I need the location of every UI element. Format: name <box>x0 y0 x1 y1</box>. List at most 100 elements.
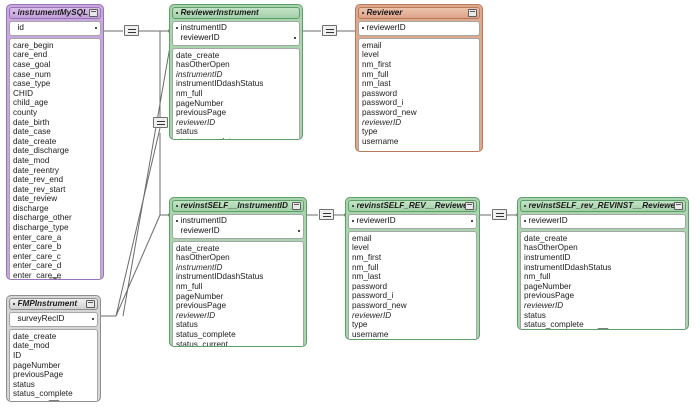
relationship-operator-5[interactable] <box>492 209 507 220</box>
field-row: username <box>352 329 389 339</box>
table-titlebar[interactable]: ReviewerInstrument <box>172 7 300 19</box>
field-row: status <box>176 127 198 137</box>
field-row: enter_care_b <box>13 242 62 252</box>
field-row: instrumentIDdashStatus <box>524 262 612 272</box>
table-key-list[interactable]: surveyRecID <box>9 312 98 327</box>
field-row: reviewerID <box>524 300 564 310</box>
table-key-list[interactable]: reviewerID <box>348 214 477 229</box>
table-field-list[interactable]: care_begin care_end case_goal case_num c… <box>9 37 101 279</box>
table-revinstSELF__InstrumentID[interactable]: revinstSELF__InstrumentID instrumentID r… <box>169 197 307 347</box>
table-title: revinstSELF__InstrumentID <box>180 201 288 211</box>
window-minimize-icon[interactable] <box>86 300 95 308</box>
bullet-icon <box>352 219 354 222</box>
table-titlebar[interactable]: revinstSELF_rev_REVINST__ReviewerID <box>520 200 686 212</box>
table-key-list[interactable]: instrumentID reviewerID <box>172 214 304 239</box>
key-field: id <box>13 23 97 33</box>
key-field: reviewerID <box>176 226 300 236</box>
table-instrumentMySQL[interactable]: instrumentMySQL id care_begin care_end c… <box>6 4 104 280</box>
key-anchor-dot <box>294 36 296 39</box>
table-key-list[interactable]: instrumentID reviewerID <box>172 21 300 46</box>
bullet-icon <box>524 219 526 222</box>
field-row: date_create <box>13 136 57 146</box>
bullet-icon <box>176 205 178 207</box>
field-row: child_age <box>13 98 49 108</box>
window-minimize-icon[interactable] <box>674 202 683 210</box>
key-field-label: surveyRecID <box>17 314 65 324</box>
field-row: case_type <box>13 79 51 89</box>
field-row: hasOtherOpen <box>524 243 578 253</box>
scroll-nub[interactable] <box>597 327 609 329</box>
table-field-list[interactable]: date_create hasOtherOpen instrumentID in… <box>520 230 686 330</box>
window-minimize-icon[interactable] <box>468 9 477 17</box>
field-row: instrumentID <box>176 262 223 272</box>
field-row: nm_full <box>176 281 203 291</box>
field-row: pageNumber <box>524 281 572 291</box>
field-row: enter_care_a <box>13 232 62 242</box>
scroll-nub[interactable] <box>48 399 59 401</box>
relationship-operator-4[interactable] <box>319 209 334 220</box>
bullet-icon <box>362 26 364 29</box>
relationship-operator-3[interactable] <box>153 117 168 128</box>
table-field-list[interactable]: date_create hasOtherOpen instrumentID in… <box>172 240 304 346</box>
field-row: previousPage <box>176 108 227 118</box>
field-row: date_discharge <box>13 146 69 156</box>
key-field-label: id <box>17 23 24 33</box>
field-row: care_end <box>13 50 48 60</box>
field-row: case_goal <box>13 59 51 69</box>
field-row: county <box>13 107 38 117</box>
table-revinstSELF_rev_REVINST__ReviewerID[interactable]: revinstSELF_rev_REVINST__ReviewerID revi… <box>517 197 689 330</box>
key-anchor-dot <box>298 229 300 232</box>
table-key-list[interactable]: id <box>9 21 101 36</box>
field-row: discharge <box>13 203 49 213</box>
field-row: date_rev_start <box>13 184 66 194</box>
table-titlebar[interactable]: revinstSELF_REV__ReviewerID <box>348 200 477 212</box>
field-row: discharge_other <box>13 213 72 223</box>
table-title: instrumentMySQL <box>17 8 89 18</box>
table-key-list[interactable]: reviewerID <box>520 214 686 229</box>
relationship-operator-2[interactable] <box>322 25 337 36</box>
table-key-list[interactable]: reviewerID <box>358 21 480 36</box>
field-row: date_review <box>13 194 58 204</box>
table-ReviewerInstrument[interactable]: ReviewerInstrument instrumentID reviewer… <box>169 4 303 140</box>
table-titlebar[interactable]: FMPInstrument <box>9 298 98 310</box>
field-row: nm_first <box>352 252 382 262</box>
scroll-nub[interactable] <box>49 276 61 279</box>
relationship-operator-1[interactable] <box>124 25 139 36</box>
table-revinstSELF_REV__ReviewerID[interactable]: revinstSELF_REV__ReviewerID reviewerID e… <box>345 197 480 340</box>
field-row: instrumentID <box>524 252 571 262</box>
field-row: status <box>176 320 198 330</box>
field-row: username <box>362 136 399 146</box>
window-minimize-icon[interactable] <box>89 9 98 17</box>
window-minimize-icon[interactable] <box>465 202 474 210</box>
table-titlebar[interactable]: Reviewer <box>358 7 480 19</box>
key-field-label: reviewerID <box>180 32 220 42</box>
table-field-list[interactable]: email level nm_first nm_full nm_last pas… <box>358 37 480 151</box>
field-row: enter_care_d <box>13 261 62 271</box>
table-Reviewer[interactable]: Reviewer reviewerID email level nm_first… <box>355 4 483 152</box>
field-row: nm_first <box>362 59 392 69</box>
key-field: reviewerID <box>524 216 682 226</box>
field-row: status <box>13 379 35 389</box>
bullet-icon <box>176 219 178 222</box>
table-titlebar[interactable]: instrumentMySQL <box>9 7 101 19</box>
field-row: status_complete <box>524 320 584 330</box>
field-row: pageNumber <box>176 98 224 108</box>
field-row: password <box>362 88 398 98</box>
field-row: nm_full <box>362 69 389 79</box>
equals-icon <box>127 28 136 33</box>
field-row: password_i <box>362 98 404 108</box>
field-row: reviewerID <box>352 310 392 320</box>
table-field-list[interactable]: email level nm_first nm_full nm_last pas… <box>348 230 477 339</box>
bullet-icon <box>13 303 15 305</box>
table-titlebar[interactable]: revinstSELF__InstrumentID <box>172 200 304 212</box>
field-row: status_complete <box>13 389 73 399</box>
field-row: password_i <box>352 291 394 301</box>
window-minimize-icon[interactable] <box>292 202 301 210</box>
table-title: revinstSELF_rev_REVINST__ReviewerID <box>528 201 675 211</box>
field-row: date_mod <box>13 155 50 165</box>
table-field-list[interactable]: date_create date_mod ID pageNumber previ… <box>9 328 98 401</box>
table-FMPInstrument[interactable]: FMPInstrument surveyRecID date_create da… <box>6 295 101 402</box>
field-row: nm_last <box>352 272 381 282</box>
table-field-list[interactable]: date_create hasOtherOpen instrumentID in… <box>172 47 300 139</box>
